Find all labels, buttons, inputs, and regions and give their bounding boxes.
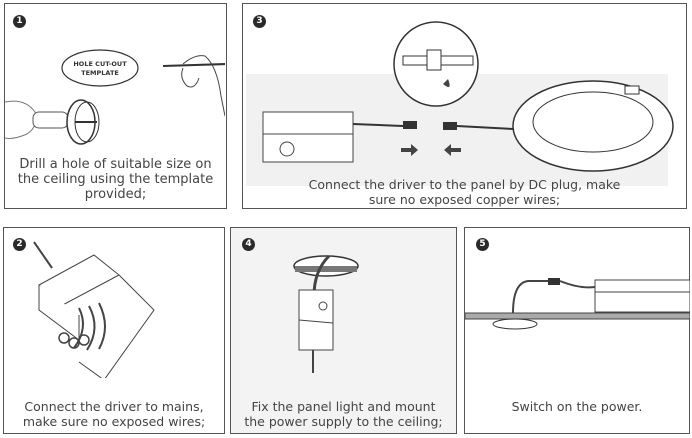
step-5-caption: Switch on the power. xyxy=(465,399,689,414)
step-5-panel: 5 Switch on the power. xyxy=(464,227,690,434)
step-4-panel: 4 Fix the panel light and mount the powe… xyxy=(230,227,457,434)
step-2-caption: Connect the driver to mains, make sure n… xyxy=(4,399,224,429)
step-number: 2 xyxy=(13,238,26,251)
step-number: 5 xyxy=(476,238,489,251)
caption-line: make sure no exposed wires; xyxy=(22,414,206,429)
driver-wiring-illustration xyxy=(33,241,155,378)
caption-line: Connect the driver to mains, xyxy=(24,399,204,414)
template-label-line-2: TEMPLATE xyxy=(81,69,119,77)
step-4-caption: Fix the panel light and mount the power … xyxy=(231,399,456,429)
ceiling-installed-illustration xyxy=(465,278,690,330)
drill-and-template-illustration: HOLE CUT-OUT TEMPLATE xyxy=(5,49,225,145)
caption-line: provided; xyxy=(84,187,147,202)
caption-line: Drill a hole of suitable size on xyxy=(19,157,212,172)
step-1-panel: 1 HOLE CUT-OUT TEMPLATE Drill a hole of … xyxy=(4,3,227,209)
caption-line: Fix the panel light and mount xyxy=(251,399,436,414)
template-label-line-1: HOLE CUT-OUT xyxy=(73,60,127,68)
step-1-caption: Drill a hole of suitable size on the cei… xyxy=(5,157,226,202)
step-2-panel: 2 Connect the driver to mains, make sure… xyxy=(3,227,225,434)
step-number: 4 xyxy=(242,238,255,251)
caption-line: Switch on the power. xyxy=(511,399,643,414)
step-3-panel: 3 Connect the driver to the panel by DC … xyxy=(242,3,687,209)
caption-line: sure no exposed copper wires; xyxy=(368,192,561,207)
caption-line: the ceiling using the template xyxy=(17,172,214,187)
dc-plug-connection-illustration xyxy=(262,21,674,172)
step-number: 1 xyxy=(13,15,26,28)
step-3-caption: Connect the driver to the panel by DC pl… xyxy=(243,177,686,207)
caption-line: the power supply to the ceiling; xyxy=(244,414,443,429)
step-number: 3 xyxy=(253,15,266,28)
caption-line: Connect the driver to the panel by DC pl… xyxy=(308,177,621,192)
mount-panel-illustration xyxy=(293,254,359,373)
